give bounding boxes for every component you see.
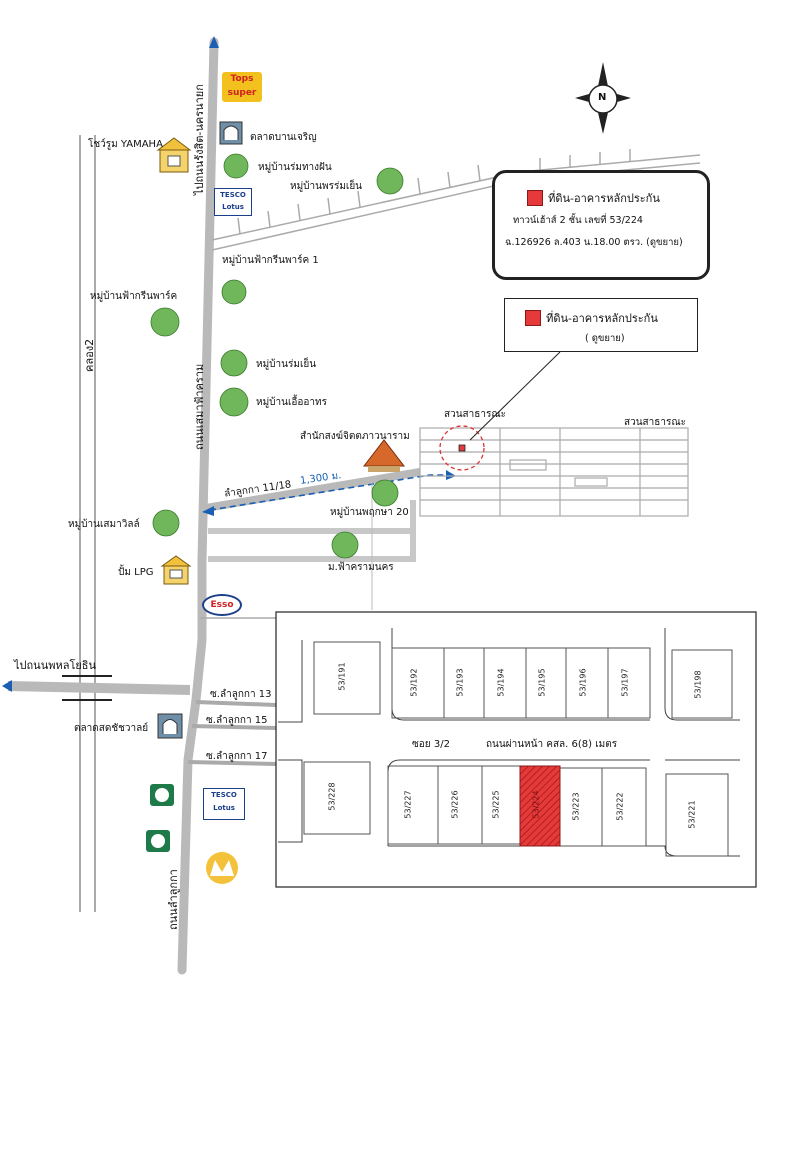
plot-53-197: 53/197: [620, 668, 630, 697]
village-2-label: หมู่บ้านพรร่มเย็น: [290, 181, 363, 192]
yamaha-label: โชว์รูม YAMAHA: [88, 139, 163, 150]
legend-box: ที่ดิน-อาคารหลักประกัน ทาวน์เฮ้าส์ 2 ชั้…: [492, 170, 710, 280]
park-1-label: สวนสาธารณะ: [444, 409, 507, 420]
soi-3-2-label: ซอย 3/2: [412, 739, 450, 750]
subject-location-circle: [439, 425, 485, 471]
plot-53-226: 53/226: [450, 790, 460, 819]
plot-53-198: 53/198: [693, 670, 703, 699]
callout-title-row: ที่ดิน-อาคารหลักประกัน: [525, 307, 658, 327]
main-road-mid-label: ถนนเสมาฟ้าคราม: [193, 363, 206, 450]
market-2-icon: [157, 713, 183, 739]
top-plot-row: [313, 641, 733, 719]
plot-53-224: 53/224: [531, 790, 541, 819]
local-road-1: [208, 528, 413, 534]
bottom-plot-row: [303, 761, 729, 857]
subject-location-dot: [458, 444, 466, 452]
subject-plot: [519, 765, 561, 847]
road-note-label: ถนนผ่านหน้า คสล. 6(8) เมตร: [486, 739, 618, 750]
plot-53-196: 53/196: [578, 668, 588, 697]
main-road-lower-label: ถนนลำลูกกา: [167, 869, 180, 930]
callout-title: ที่ดิน-อาคารหลักประกัน: [546, 312, 658, 325]
plot-53-221: 53/221: [687, 800, 697, 829]
legend-line-2: ฉ.126926 ล.403 น.18.00 ตรว. (ดูขยาย): [505, 237, 683, 248]
legend-swatch: [527, 189, 543, 206]
plot-53-227: 53/227: [403, 790, 413, 819]
north-arrow-road: [209, 36, 219, 48]
legend-line-1: ทาวน์เฮ้าส์ 2 ชั้น เลขที่ 53/224: [513, 215, 643, 226]
local-road-3: [410, 500, 416, 562]
west-arrow: [2, 680, 12, 692]
lpg-house-icon: [160, 555, 192, 585]
plot-53-193: 53/193: [455, 668, 465, 697]
green-logo-icons: [146, 784, 174, 852]
plot-53-223: 53/223: [571, 792, 581, 821]
village-3-label: หมู่บ้านฟ้ากรีนพาร์ค 1: [222, 255, 319, 266]
village-4-label: หมู่บ้านฟ้ากรีนพาร์ค: [90, 291, 178, 302]
local-road-2: [208, 556, 413, 562]
detail-frame: [275, 611, 757, 888]
main-road-upper-label: ไปถนนรังสิต-นครนายก: [193, 84, 206, 195]
crown-logo-icon: [206, 852, 238, 884]
plot-53-228: 53/228: [327, 782, 337, 811]
west-road-label: ไปถนนพหลโยธิน: [14, 659, 97, 672]
callout-swatch: [525, 309, 541, 326]
tops-logo: Tops super: [222, 72, 262, 102]
route-line: [209, 474, 452, 511]
plot-53-194: 53/194: [496, 668, 506, 697]
yamaha-house-icon: [156, 137, 192, 173]
tesco-logo-2: TESCO Lotus: [203, 788, 245, 820]
estate-grid: [419, 427, 689, 517]
route-arrowhead-end: [446, 470, 456, 480]
callout-leader: [469, 351, 561, 441]
soi-15-label: ซ.ลำลูกกา 15: [206, 715, 268, 726]
market-2-label: ตลาดสดชัชวาลย์: [74, 723, 149, 734]
plot-53-191: 53/191: [337, 662, 347, 691]
main-road: [177, 37, 219, 975]
route-arrowhead: [202, 506, 214, 516]
market-1-label: ตลาดบานเจริญ: [250, 132, 317, 143]
village-8-label: หมู่บ้านเสมาวิลล์: [68, 519, 140, 530]
esso-logo: Esso: [202, 594, 242, 616]
plot-53-222: 53/222: [615, 792, 625, 821]
lpg-label: ปั้ม LPG: [118, 567, 154, 578]
west-road: [7, 681, 191, 695]
legend-title-row: ที่ดิน-อาคารหลักประกัน: [527, 187, 660, 207]
village-icons: [150, 153, 404, 559]
plot-53-195: 53/195: [537, 668, 547, 697]
park-2-label: สวนสาธารณะ: [624, 417, 687, 428]
market-1-icon: [219, 121, 243, 145]
callout-subtitle: ( ดูขยาย): [585, 333, 625, 344]
legend-title: ที่ดิน-อาคารหลักประกัน: [548, 192, 660, 205]
plot-53-225: 53/225: [491, 790, 501, 819]
tesco-logo-1: TESCO Lotus: [214, 188, 252, 216]
village-6-label: หมู่บ้านเอื้ออาทร: [256, 397, 327, 408]
compass-label: N: [598, 92, 607, 103]
plot-53-192: 53/192: [409, 668, 419, 697]
callout-box: ที่ดิน-อาคารหลักประกัน ( ดูขยาย): [504, 298, 698, 352]
canal-label: คลอง2: [83, 338, 96, 372]
temple-label: สำนักสงฆ์จิตตภาวนาราม: [300, 431, 410, 442]
village-9-label: ม.ฟ้าครามนคร: [328, 562, 394, 573]
temple-icon: [362, 439, 406, 472]
soi-11-18-road: [205, 468, 421, 512]
soi-13-label: ซ.ลำลูกกา 13: [210, 689, 272, 700]
compass: [575, 62, 631, 134]
soi-17-label: ซ.ลำลูกกา 17: [206, 751, 268, 762]
village-1-label: หมู่บ้านร่มทางฝัน: [258, 162, 332, 173]
village-7-label: หมู่บ้านพฤกษา 20: [330, 507, 409, 518]
village-5-label: หมู่บ้านร่มเย็น: [256, 359, 317, 370]
